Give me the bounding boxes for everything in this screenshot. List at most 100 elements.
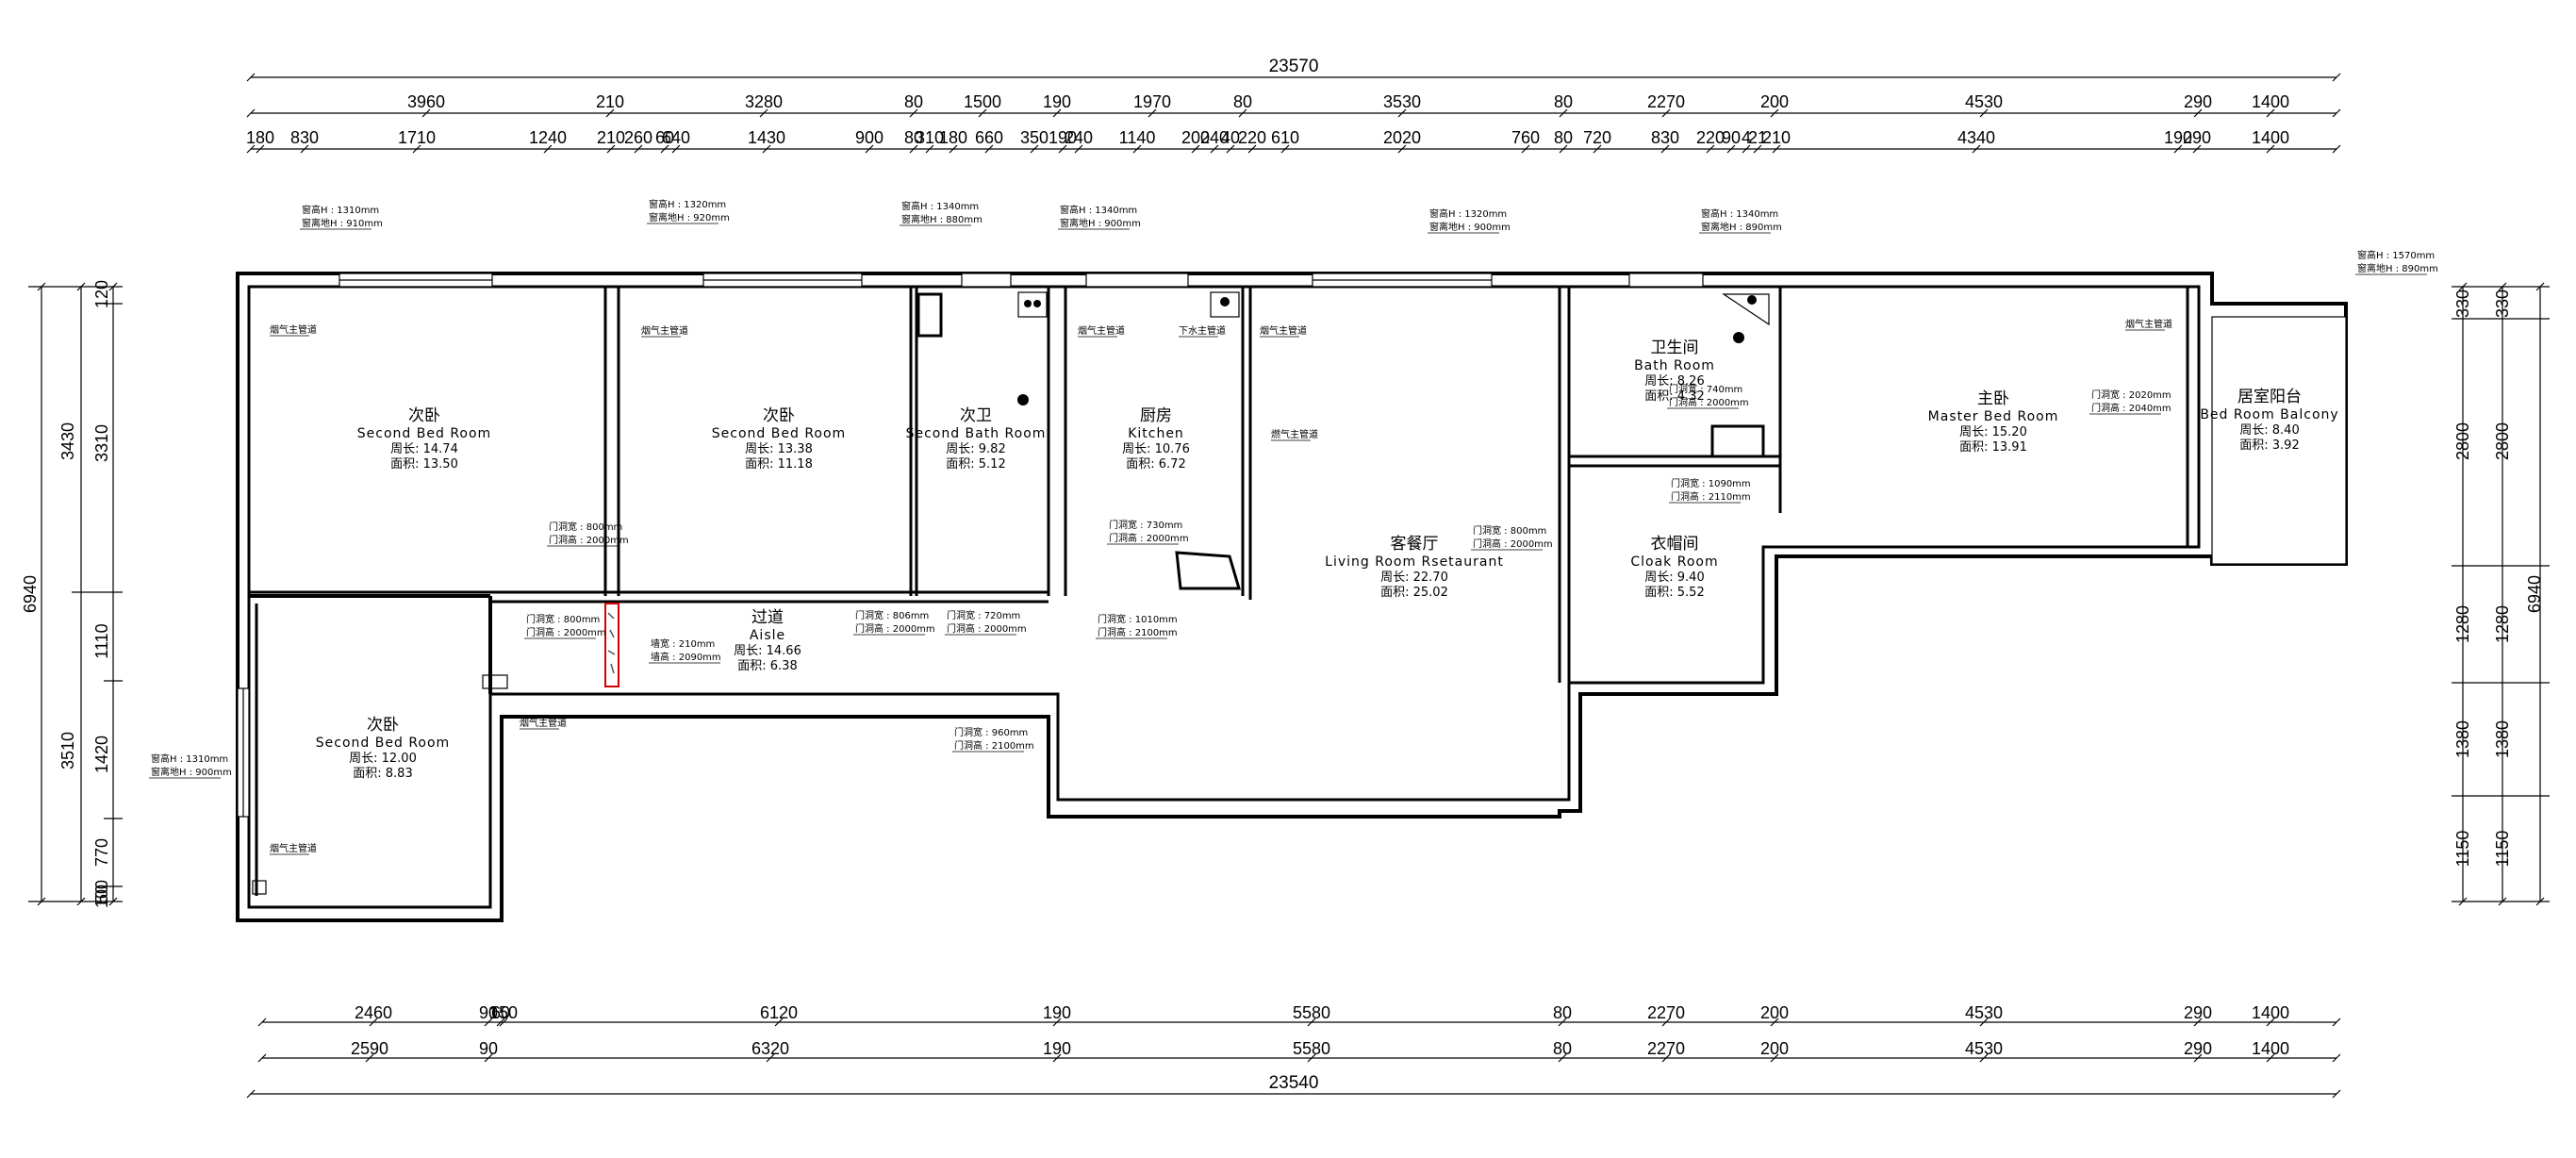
dimension-tick: [1226, 144, 1235, 154]
dimension-label: 1110: [92, 623, 111, 658]
dimension-tick: [984, 144, 994, 154]
dimension-label: 1420: [92, 736, 111, 773]
dimension-tick: [1660, 144, 1670, 154]
room-area: 面积: 25.02: [1380, 586, 1448, 600]
dimension-tick: [484, 1017, 493, 1027]
note-line: 窗高H : 1320mm: [649, 198, 726, 210]
dimension-label: 23540: [1269, 1073, 1319, 1093]
note-line: 窗高H : 1340mm: [901, 200, 979, 212]
note-line: 门洞宽 : 800mm: [549, 521, 622, 533]
dimension-label: 1400: [2252, 1039, 2289, 1058]
dimension-label: 330: [2493, 290, 2512, 318]
dimension-label: 190: [1043, 1003, 1071, 1022]
note-line: 门洞高 : 2000mm: [1669, 396, 1749, 408]
dimension-tick: [1772, 144, 1781, 154]
bottom-total-dimension: 23540: [1269, 1073, 1319, 1093]
dimension-tick: [762, 144, 771, 154]
room-name-en: Kitchen: [1128, 426, 1184, 441]
dimension-tick: [865, 144, 874, 154]
dimension-label: 4: [1742, 128, 1751, 147]
dimension-tick: [1661, 108, 1671, 118]
dimension-tick: [978, 108, 987, 118]
dimension-label: 830: [1651, 128, 1679, 147]
dimension-label: 610: [1271, 128, 1299, 147]
room-perimeter: 周长: 22.70: [1380, 571, 1448, 585]
dimension-label: 290: [2184, 1039, 2212, 1058]
dimension-label: 3430: [58, 422, 77, 460]
dimension-label: 200: [1181, 128, 1210, 147]
dimension-label: 210: [596, 92, 624, 111]
dimension-label: 190: [1043, 1039, 1071, 1058]
dimension-tick: [759, 108, 768, 118]
note-line: 墙宽 : 210mm: [651, 637, 715, 650]
note-line: 门洞高 : 2000mm: [1109, 532, 1189, 544]
dimension-label: 80: [1553, 1003, 1572, 1022]
dimension-tick: [925, 144, 934, 154]
dimension-tick: [1559, 144, 1568, 154]
dimension-label: 4530: [1965, 1003, 2003, 1022]
dimension-label: 60: [655, 128, 674, 147]
dimension-label: 80: [1233, 92, 1252, 111]
note-line: 窗高H : 1310mm: [151, 753, 228, 765]
note-line: 门洞高 : 2000mm: [1473, 538, 1553, 550]
dimension-tick: [1726, 144, 1736, 154]
note-line: 门洞宽 : 806mm: [855, 609, 929, 621]
dimension-label: 40: [1221, 128, 1240, 147]
dimension-tick: [1753, 144, 1762, 154]
dimension-label: 100: [92, 880, 111, 908]
dimension-tick: [1979, 108, 1989, 118]
room-area: 面积: 5.52: [1644, 586, 1704, 600]
dimension-label: 760: [1511, 128, 1540, 147]
note-line: 门洞宽 : 740mm: [1669, 383, 1742, 395]
dimension-tick: [412, 144, 421, 154]
dimension-tick: [1030, 144, 1039, 154]
dimension-tick: [1661, 1017, 1671, 1027]
dimension-label: 330: [2453, 290, 2472, 318]
dimension-label: 290: [2183, 128, 2211, 147]
dimension-tick: [2193, 108, 2203, 118]
dimension-tick: [1307, 1017, 1316, 1027]
dimension-tick: [1661, 1053, 1671, 1063]
dimension-tick: [1972, 144, 1981, 154]
dimension-label: 3960: [407, 92, 445, 111]
room-name-cn: 过道: [751, 608, 784, 627]
dimension-label: 290: [2184, 1003, 2212, 1022]
dimension-tick: [1052, 1017, 1062, 1027]
dimension-label: 220: [1238, 128, 1266, 147]
dimension-tick: [543, 144, 553, 154]
dimension-tick: [1210, 144, 1219, 154]
dimension-label: 660: [975, 128, 1003, 147]
dimension-label: 770: [92, 838, 111, 867]
dimension-tick: [1742, 144, 1751, 154]
room-name-cn: 居室阳台: [2237, 388, 2302, 406]
dimension-label: 3510: [58, 732, 77, 769]
dimension-tick: [369, 1017, 378, 1027]
walls: [236, 272, 2348, 922]
dimension-label: 2270: [1647, 1039, 1685, 1058]
dimension-tick: [1191, 144, 1200, 154]
dimension-label: 180: [939, 128, 967, 147]
dimension-label: 1280: [2453, 605, 2472, 643]
dimension-tick: [660, 144, 669, 154]
dimension-label: 6120: [760, 1003, 798, 1022]
dimension-tick: [1074, 144, 1083, 154]
dimension-label: 640: [662, 128, 690, 147]
note-line: 门洞宽 : 1090mm: [1671, 477, 1751, 489]
note-line: 窗高H : 1340mm: [1060, 204, 1137, 216]
dimension-tick: [1979, 1053, 1989, 1063]
note-line: 门洞宽 : 800mm: [1473, 524, 1546, 537]
dimension-label: 90: [1722, 128, 1741, 147]
note-line: 窗离地H : 910mm: [302, 217, 383, 229]
room-perimeter: 周长: 9.82: [946, 442, 1005, 456]
